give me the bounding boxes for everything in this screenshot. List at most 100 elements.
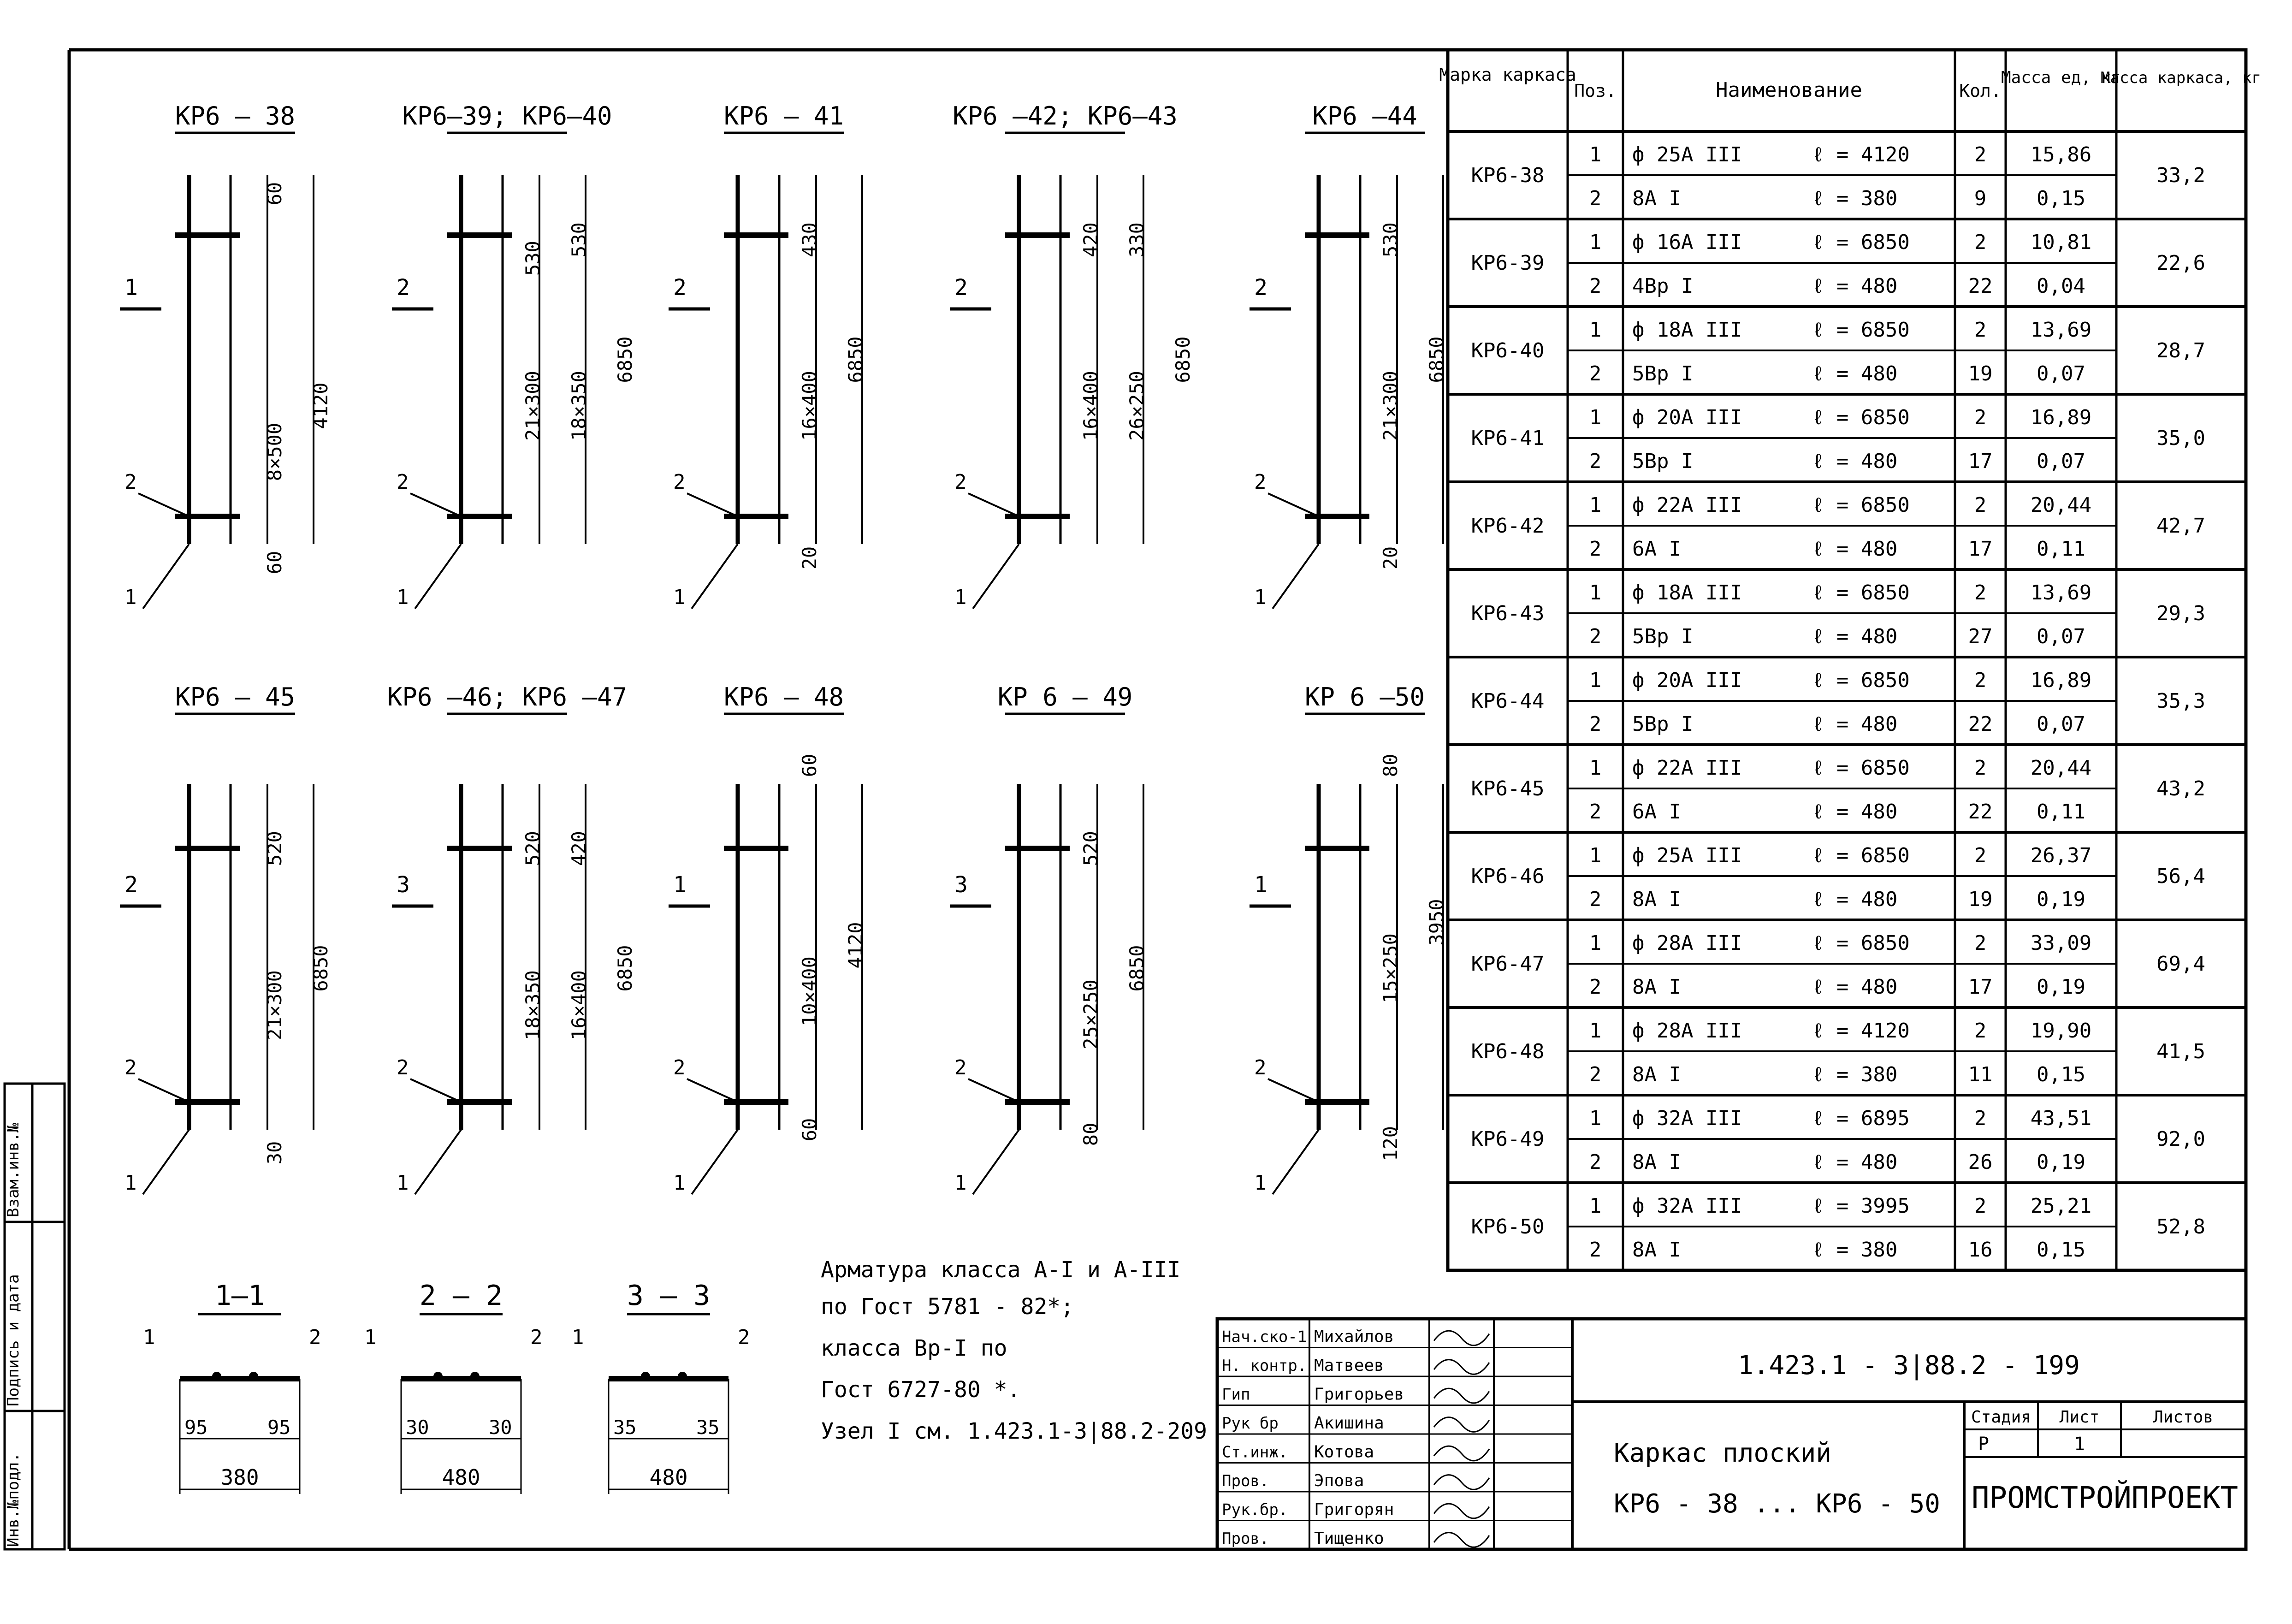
section-dim-total: 480: [442, 1465, 480, 1490]
item-qty: 2: [1974, 931, 1987, 955]
dim-label: 18×350: [521, 970, 544, 1040]
item-qty: 17: [1968, 450, 1993, 473]
section-title: 2 – 2: [420, 1280, 503, 1312]
item-mass: 0,15: [2037, 187, 2085, 210]
frame-mass: 33,2: [2156, 164, 2205, 187]
organization-name: ПРОМСТРОЙПРОЕКТ: [1972, 1480, 2238, 1515]
sheet-label: Лист: [2060, 1408, 2100, 1427]
leader-line: [972, 1129, 1020, 1195]
dim-label: 30: [263, 1141, 286, 1165]
dim-label: 25×250: [1079, 979, 1102, 1049]
item-pos: 2: [1589, 450, 1602, 473]
section-dim-right: 95: [267, 1416, 291, 1439]
rod-dot: [433, 1372, 443, 1381]
signature-role: Ст.инж.: [1222, 1443, 1288, 1462]
item-qty: 2: [1974, 669, 1987, 692]
item-length: ℓ = 6850: [1812, 318, 1910, 342]
section-title: 3 – 3: [627, 1280, 711, 1312]
frame-title: КР6 –46; КР6 –47: [387, 682, 627, 711]
item-qty: 16: [1968, 1238, 1993, 1262]
frame-mark: КР6-44: [1471, 689, 1545, 713]
dim-label: 420: [1079, 222, 1102, 257]
item-qty: 17: [1968, 537, 1993, 561]
signature-role: Рук бр: [1222, 1414, 1279, 1433]
item-mass: 0,11: [2037, 800, 2085, 824]
dim-label: 430: [798, 222, 821, 257]
header-mark: Марка каркаса: [1439, 65, 1576, 85]
item-mass: 20,44: [2031, 493, 2091, 517]
frame-mark: КР6-42: [1471, 514, 1545, 538]
item-length: ℓ = 480: [1812, 800, 1897, 824]
position-label: 2: [738, 1326, 750, 1349]
stamp-sign-label: Подпись и дата: [4, 1274, 23, 1406]
item-mass: 25,21: [2031, 1194, 2091, 1218]
item-pos: 1: [1589, 756, 1602, 780]
section-dim-right: 35: [696, 1416, 720, 1439]
position-label: 1: [143, 1326, 155, 1349]
dim-label: 530: [1379, 222, 1402, 257]
item-name: ф 32А III: [1632, 1107, 1742, 1130]
frame-mass: 35,0: [2156, 427, 2205, 450]
dim-label: 60: [263, 551, 286, 575]
item-qty: 26: [1968, 1150, 1993, 1174]
item-pos: 1: [1589, 1107, 1602, 1130]
item-length: ℓ = 6850: [1812, 669, 1910, 692]
dim-label: 4120: [844, 922, 867, 968]
item-length: ℓ = 6850: [1812, 581, 1910, 605]
dim-label: 10×400: [798, 956, 821, 1026]
dim-label: 520: [1079, 831, 1102, 866]
item-qty: 2: [1974, 231, 1987, 254]
frame-mass: 69,4: [2156, 952, 2205, 976]
signature-name: Котова: [1314, 1443, 1374, 1462]
position-label: 1: [397, 1171, 409, 1195]
item-qty: 11: [1968, 1063, 1993, 1086]
header-pos: Поз.: [1574, 81, 1617, 101]
item-mass: 13,69: [2031, 581, 2091, 605]
section-dim-left: 95: [184, 1416, 208, 1439]
signature-scribble: [1433, 1532, 1490, 1548]
dim-label: 520: [263, 831, 286, 866]
item-name: 5Вр I: [1632, 625, 1693, 648]
item-mass: 19,90: [2031, 1019, 2091, 1043]
item-qty: 19: [1968, 888, 1993, 911]
item-pos: 2: [1589, 975, 1602, 999]
section-dim-total: 380: [220, 1465, 259, 1490]
signature-name: Тищенко: [1314, 1529, 1384, 1548]
dim-label: 6850: [1425, 336, 1448, 383]
position-label: 2: [530, 1326, 543, 1349]
frame-mass: 56,4: [2156, 865, 2205, 888]
item-mass: 16,89: [2031, 406, 2091, 429]
item-pos: 1: [1589, 931, 1602, 955]
signature-name: Матвеев: [1314, 1356, 1384, 1375]
frame-title: КР 6 – 49: [998, 682, 1133, 711]
leader-line: [968, 492, 1019, 517]
section-mark: 1: [124, 275, 138, 301]
item-qty: 2: [1974, 1107, 1987, 1130]
position-label: 2: [954, 1056, 967, 1079]
section-title: 1–1: [215, 1280, 265, 1312]
frame-mass: 43,2: [2156, 777, 2205, 800]
item-length: ℓ = 380: [1812, 1063, 1897, 1086]
item-mass: 0,11: [2037, 537, 2085, 561]
frame-mark: КР6-38: [1471, 164, 1545, 187]
item-mass: 0,19: [2037, 975, 2085, 999]
signature-name: Эпова: [1314, 1471, 1364, 1490]
dim-label: 330: [1125, 222, 1148, 257]
leader-line: [1267, 1078, 1319, 1103]
item-qty: 9: [1974, 187, 1987, 210]
leader-line: [687, 1078, 738, 1103]
position-label: 1: [124, 586, 137, 609]
item-qty: 17: [1968, 975, 1993, 999]
item-length: ℓ = 6850: [1812, 756, 1910, 780]
leader-line: [414, 543, 462, 610]
item-mass: 43,51: [2031, 1107, 2091, 1130]
frame-title: КР6 –44: [1312, 101, 1417, 130]
position-label: 1: [397, 586, 409, 609]
position-label: 2: [673, 470, 686, 494]
dim-label: 6850: [309, 945, 332, 991]
